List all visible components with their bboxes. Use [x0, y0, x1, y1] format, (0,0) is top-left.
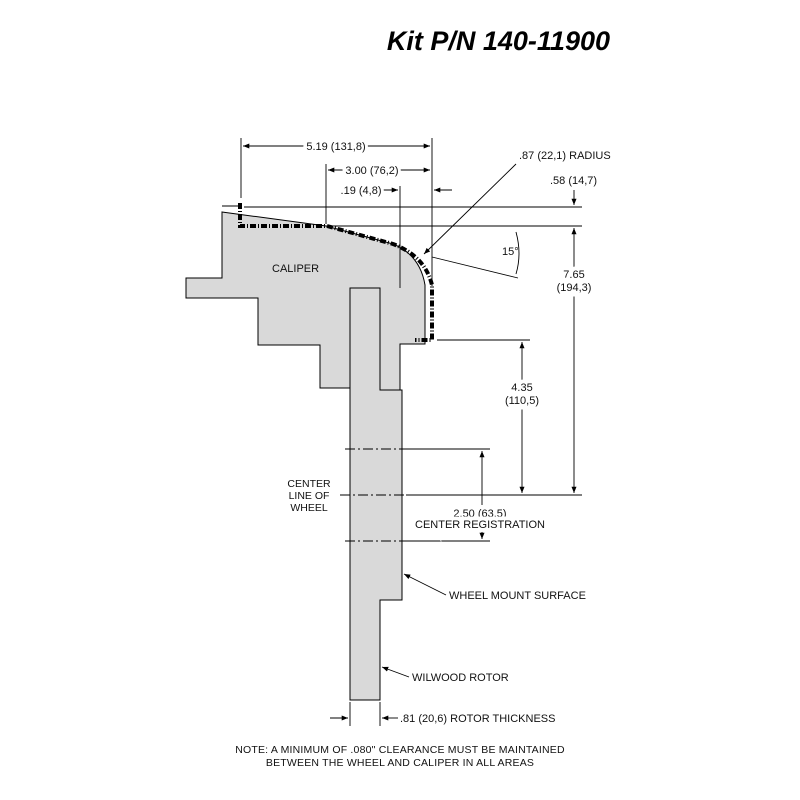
rotor-label: WILWOOD ROTOR: [412, 672, 509, 684]
center-line-label-3: WHEEL: [290, 502, 328, 514]
dim-435-label-b: (110,5): [505, 395, 539, 407]
dim-519-label: 5.19 (131,8): [306, 141, 365, 153]
center-line-label-1: CENTER: [287, 478, 331, 490]
angle-label: 15°: [502, 246, 519, 258]
dim-765-label-b: (194,3): [557, 282, 592, 294]
dim-300-label: 3.00 (76,2): [345, 165, 398, 177]
dim-019-label: .19 (4,8): [341, 185, 382, 197]
wheel-mount-leader: [403, 573, 447, 596]
wheel-clearance-profile: [238, 203, 434, 342]
dim-058-label: .58 (14,7): [550, 175, 597, 187]
clearance-note-line-1: NOTE: A MINIMUM OF .080" CLEARANCE MUST …: [235, 744, 565, 756]
wilwood-rotor: [349, 287, 403, 701]
clearance-note-line-2: BETWEEN THE WHEEL AND CALIPER IN ALL ARE…: [265, 757, 535, 769]
radius-label: .87 (22,1) RADIUS: [519, 150, 611, 162]
wheel-mount-label: WHEEL MOUNT SURFACE: [449, 590, 586, 602]
rotor-thickness-label: .81 (20,6) ROTOR THICKNESS: [400, 713, 555, 725]
kit-title: Kit P/N 140-11900: [386, 26, 610, 56]
rotor-leader: [381, 666, 410, 678]
angle-arc: [515, 231, 520, 275]
dim-765-label-a: 7.65: [563, 269, 584, 281]
dim-250-label-a: 2.50 (63,5): [453, 508, 506, 520]
dim-250-label-b: CENTER REGISTRATION: [415, 519, 545, 531]
center-line-label-2: LINE OF: [289, 490, 330, 502]
caliper-label: CALIPER: [272, 263, 319, 275]
dim-435-label-a: 4.35: [511, 382, 532, 394]
caliper-body: [185, 211, 426, 391]
radius-leader: [423, 163, 517, 255]
angle-line: [431, 256, 519, 279]
